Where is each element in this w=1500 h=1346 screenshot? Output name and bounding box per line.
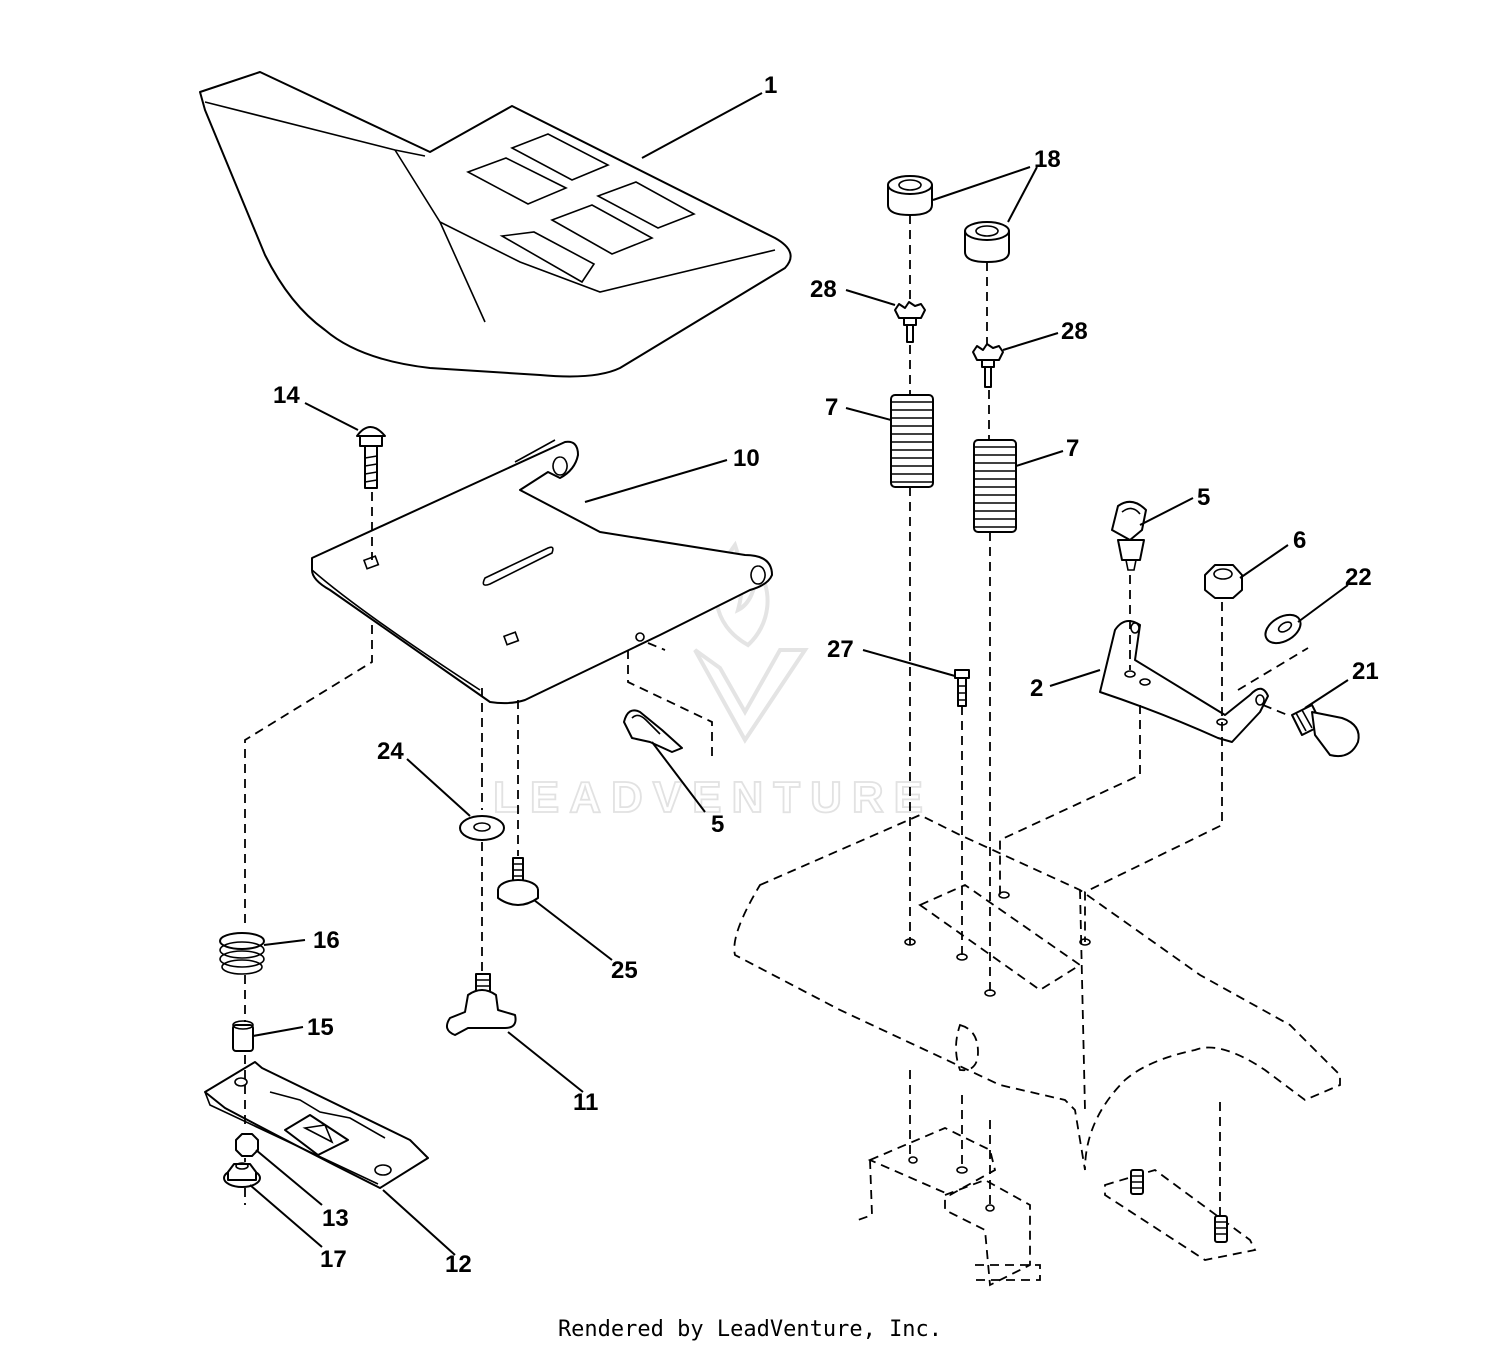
spacer-right [964,221,1010,263]
assembly-lines [244,215,1309,1216]
clip-lower [623,709,683,753]
callout-18: 18 [1034,146,1061,173]
carriage-bolt [356,426,386,489]
watermark-text: LEADVENTURE [493,773,933,822]
seat [199,71,792,378]
callout-17: 17 [320,1246,347,1273]
seat-pan [311,439,773,705]
callout-14: 14 [273,382,300,409]
callout-10: 10 [733,445,760,472]
flange-nut [223,1162,261,1188]
spring-right [973,439,1017,533]
callout-16: 16 [313,927,340,954]
callout-6: 6 [1293,527,1306,554]
callout-7-right: 7 [1066,435,1079,462]
shoulder-screw [497,857,539,906]
footer-credit: Rendered by LeadVenture, Inc. [558,1317,942,1342]
callout-1: 1 [764,72,777,99]
spacer-small [232,1020,254,1052]
callout-22: 22 [1345,564,1372,591]
callout-5-lower: 5 [711,811,724,838]
screw-right [972,343,1004,388]
callout-2: 2 [1030,675,1043,702]
bracket [1099,620,1269,743]
clip-upper [1111,500,1147,571]
callout-28-left: 28 [810,276,837,303]
nut-small [235,1133,259,1157]
tractor-frame [733,814,1341,1287]
knob [445,973,517,1036]
callout-11: 11 [573,1089,598,1116]
leader-lines [249,92,1349,1256]
frame-holes [904,891,1091,1212]
callout-15: 15 [307,1014,334,1041]
slide-plate [204,1061,429,1189]
flat-washer [459,815,505,841]
watermark: LEADVENTURE [492,540,933,823]
callout-13: 13 [322,1205,349,1232]
screw-left [894,301,926,343]
small-bolt [954,669,970,707]
spacer-left [887,175,933,216]
callout-5-upper: 5 [1197,484,1210,511]
callout-21: 21 [1352,658,1379,685]
callout-24: 24 [377,738,404,765]
callout-7-left: 7 [825,394,838,421]
callout-25: 25 [611,957,638,984]
hex-nut [1204,564,1243,599]
spring-small [219,932,265,975]
callouts: 1 18 28 28 14 10 7 7 5 6 22 21 27 2 24 5… [273,72,1379,1278]
callout-28-right: 28 [1061,318,1088,345]
callout-27: 27 [827,636,854,663]
spring-left [890,394,934,488]
washer-right [1264,613,1302,645]
callout-12: 12 [445,1251,472,1278]
shoulder-bolt [1291,704,1360,758]
frame-studs [1130,1169,1228,1243]
